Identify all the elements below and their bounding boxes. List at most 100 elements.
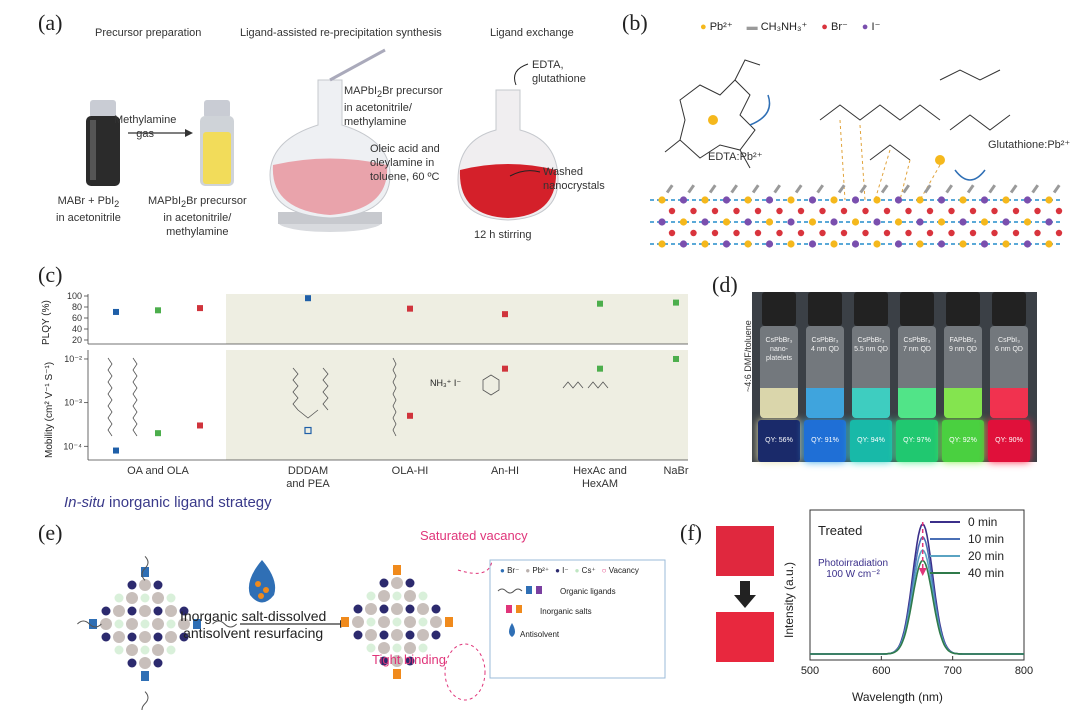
crystal-site bbox=[404, 616, 416, 628]
plqy-tick-label: 20 bbox=[72, 335, 82, 345]
crystal-site bbox=[405, 604, 415, 614]
lattice-br bbox=[991, 207, 998, 215]
lattice-br bbox=[1055, 207, 1063, 215]
lattice-br bbox=[862, 229, 869, 237]
lattice-ion bbox=[679, 196, 688, 204]
lattice-br bbox=[991, 229, 998, 237]
lattice-ma bbox=[773, 184, 782, 194]
lattice-ion bbox=[1023, 240, 1032, 248]
lattice-br bbox=[754, 229, 762, 237]
lattice-ion bbox=[808, 240, 817, 248]
lattice-ion bbox=[1023, 218, 1032, 226]
lattice-ion bbox=[701, 240, 709, 248]
lattice-ion bbox=[830, 196, 838, 204]
crystal-site bbox=[153, 632, 163, 642]
lattice-br bbox=[969, 229, 977, 237]
lattice-ion bbox=[894, 218, 903, 226]
lattice-ion bbox=[980, 240, 989, 248]
crystal-site bbox=[152, 644, 164, 656]
lattice-ion bbox=[658, 240, 666, 248]
lattice-br bbox=[840, 229, 848, 237]
flask1-top-line3: methylamine bbox=[344, 116, 407, 129]
lattice-ma bbox=[708, 184, 717, 194]
crystal-site bbox=[392, 591, 402, 601]
lattice-br bbox=[797, 229, 805, 237]
crystal-site bbox=[166, 619, 176, 629]
crystal-site bbox=[152, 592, 164, 604]
panel-e-legend-box bbox=[489, 559, 666, 679]
step1-title: Precursor preparation bbox=[95, 27, 202, 39]
crystal-site bbox=[153, 580, 163, 590]
lattice-br bbox=[883, 229, 891, 237]
panel-label-b: (b) bbox=[622, 10, 648, 35]
lattice-ma bbox=[751, 184, 760, 194]
lattice-ma bbox=[1009, 184, 1018, 194]
crystal-site bbox=[431, 630, 441, 640]
decay-arrow-head bbox=[918, 568, 927, 576]
vial2-sub: 2 bbox=[181, 199, 187, 210]
lattice-ion bbox=[787, 218, 795, 226]
stirring-label: 12 h stirring bbox=[474, 229, 532, 241]
lattice-ma bbox=[923, 184, 932, 194]
shade-top bbox=[226, 294, 688, 344]
crystal-site bbox=[405, 656, 415, 666]
vial-qy: QY: 97% bbox=[903, 437, 931, 444]
crystal-site bbox=[391, 577, 403, 589]
vial1-line1: MABr + PbI bbox=[57, 195, 115, 207]
crystal-site bbox=[152, 618, 164, 630]
lattice-ma bbox=[1031, 184, 1040, 194]
spectrum-line bbox=[810, 559, 1024, 655]
crystal-site bbox=[353, 604, 363, 614]
lattice-ion bbox=[765, 196, 774, 204]
plqy-tick-label: 80 bbox=[72, 302, 82, 312]
crystal-site bbox=[431, 604, 441, 614]
organic-ligand bbox=[77, 620, 102, 628]
legend-organic-e: Organic ligands bbox=[560, 587, 616, 596]
surface-ligand bbox=[141, 567, 149, 577]
lattice-ion bbox=[744, 196, 752, 204]
lattice-ion bbox=[830, 240, 838, 248]
gas-label: Methylamine gas bbox=[114, 113, 176, 141]
step2-title: Ligand-assisted re-precipitation synthes… bbox=[240, 27, 442, 39]
legend-inorganic-e: Inorganic salts bbox=[540, 607, 592, 616]
vial1-sub: 2 bbox=[114, 199, 120, 210]
lattice-ion bbox=[1002, 240, 1010, 248]
crystal-site bbox=[101, 632, 111, 642]
category-label: An-HI bbox=[491, 465, 519, 477]
lattice-ma bbox=[880, 184, 889, 194]
lattice-br bbox=[776, 207, 783, 215]
lattice-ion bbox=[701, 196, 709, 204]
legend-br: ● Br⁻ bbox=[821, 21, 848, 33]
legend-br-e: ● Br⁻ bbox=[500, 566, 520, 575]
mobility-tick-label: 10⁻³ bbox=[64, 398, 82, 408]
lattice-ion bbox=[808, 218, 817, 226]
legend-ma: ▬ CH₃NH₃⁺ bbox=[746, 21, 808, 33]
lattice-ion bbox=[873, 196, 881, 204]
plqy-point bbox=[113, 308, 119, 315]
organic-ligand bbox=[141, 691, 149, 710]
crystal-site bbox=[418, 617, 428, 627]
flask2-side-caption: Washed nanocrystals bbox=[543, 165, 605, 193]
panel-d-side-label: ~4:6 DMF/toluene bbox=[743, 320, 753, 392]
crystal-site bbox=[365, 603, 377, 615]
lattice-ion bbox=[851, 218, 860, 226]
lattice-br bbox=[1055, 229, 1063, 237]
lattice-ion bbox=[1045, 218, 1053, 226]
crystal-site bbox=[391, 655, 403, 667]
mobility-point bbox=[304, 426, 312, 435]
plqy-point bbox=[305, 295, 311, 302]
ligand-sketches bbox=[107, 357, 609, 437]
lattice-br bbox=[905, 207, 912, 215]
mobility-point bbox=[597, 365, 603, 372]
lattice-ma bbox=[665, 184, 674, 194]
vial-qy: QY: 90% bbox=[995, 437, 1023, 444]
flask-red bbox=[457, 63, 559, 221]
caption-rest: inorganic ligand strategy bbox=[104, 494, 272, 511]
crystal-site bbox=[165, 631, 177, 643]
tight-binding-label: Tight binding bbox=[372, 652, 446, 667]
